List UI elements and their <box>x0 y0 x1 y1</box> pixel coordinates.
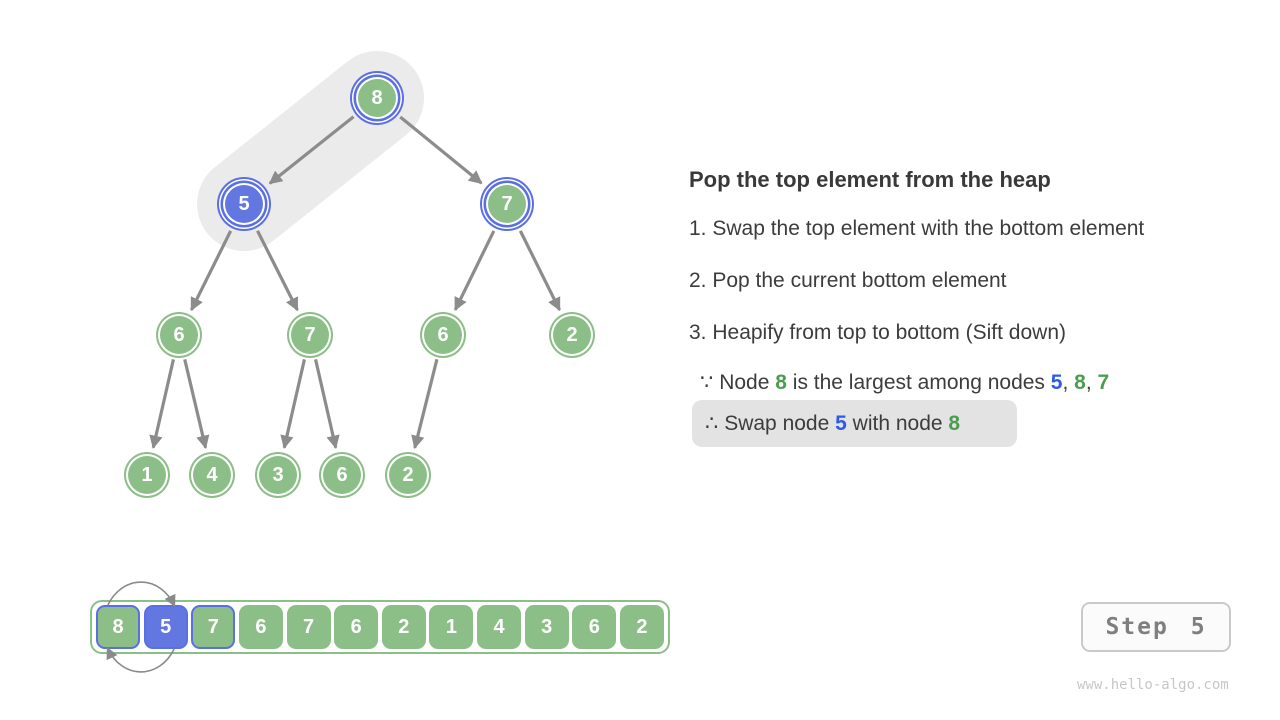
array-cell-11: 2 <box>619 605 664 649</box>
array-cell-9: 3 <box>524 605 569 649</box>
because-text: Node <box>713 371 776 394</box>
comma: , <box>1062 371 1075 394</box>
tree-node-7: 1 <box>128 456 166 494</box>
step-item-3: 3. Heapify from top to bottom (Sift down… <box>689 321 1066 344</box>
therefore-text: Swap node <box>718 412 836 435</box>
because-node-5: 5 <box>1050 371 1063 394</box>
tree-edge <box>518 230 561 312</box>
comma: , <box>1085 371 1098 394</box>
therefore-node-8: 8 <box>948 412 961 435</box>
tree-node-4: 7 <box>291 316 329 354</box>
array-cell-3: 6 <box>238 605 283 649</box>
array-cell-8: 4 <box>477 605 521 649</box>
therefore-node-5: 5 <box>835 412 847 435</box>
step-item-2: 2. Pop the current bottom element <box>689 269 1007 292</box>
because-node-8: 8 <box>775 371 787 394</box>
array-cell-5: 6 <box>334 605 379 649</box>
tree-edge <box>149 359 175 450</box>
tree-edge <box>183 358 210 450</box>
tree-edge <box>280 359 306 450</box>
tree-node-1: 5 <box>225 185 263 223</box>
tree-node-10: 6 <box>323 456 361 494</box>
because-text-2: is the largest among nodes <box>786 371 1051 394</box>
array-cell-2: 7 <box>191 605 236 649</box>
tree-node-6: 2 <box>553 316 591 354</box>
array-cell-6: 2 <box>381 605 426 649</box>
tree-node-5: 6 <box>424 316 462 354</box>
tree-edge <box>314 359 340 450</box>
therefore-note: ∴ Swap node 5 with node 8 <box>705 411 960 436</box>
tree-node-11: 2 <box>389 456 427 494</box>
therefore-symbol: ∴ <box>705 411 719 435</box>
because-node-8b: 8 <box>1074 371 1086 394</box>
tree-edge <box>411 358 439 450</box>
because-symbol: ∵ <box>700 370 714 394</box>
tree-edge <box>399 115 483 185</box>
therefore-highlight-box: ∴ Swap node 5 with node 8 <box>692 400 1017 447</box>
because-note: ∵ Node 8 is the largest among nodes 5, 8… <box>700 370 1109 395</box>
tree-node-0: 8 <box>358 79 396 117</box>
tree-edge <box>190 230 233 312</box>
tree-edge <box>268 115 355 185</box>
tree-node-9: 3 <box>259 456 297 494</box>
array-cell-7: 1 <box>429 605 474 649</box>
because-node-7: 7 <box>1097 371 1110 394</box>
step-item-1: 1. Swap the top element with the bottom … <box>689 217 1145 240</box>
therefore-text-2: with node <box>846 412 949 435</box>
tree-node-8: 4 <box>193 456 231 494</box>
array-cell-4: 7 <box>286 605 331 649</box>
tree-node-3: 6 <box>160 316 198 354</box>
watermark: www.hello-algo.com <box>1077 677 1229 693</box>
array-cell-10: 6 <box>572 605 617 649</box>
array-cell-1: 5 <box>143 605 188 649</box>
tree-edge <box>453 230 496 312</box>
array-cell-0: 8 <box>96 605 140 649</box>
tree-node-2: 7 <box>488 185 526 223</box>
tree-edge <box>256 230 299 312</box>
step-badge[interactable]: Step 5 <box>1081 602 1231 652</box>
panel-title: Pop the top element from the heap <box>689 167 1051 192</box>
